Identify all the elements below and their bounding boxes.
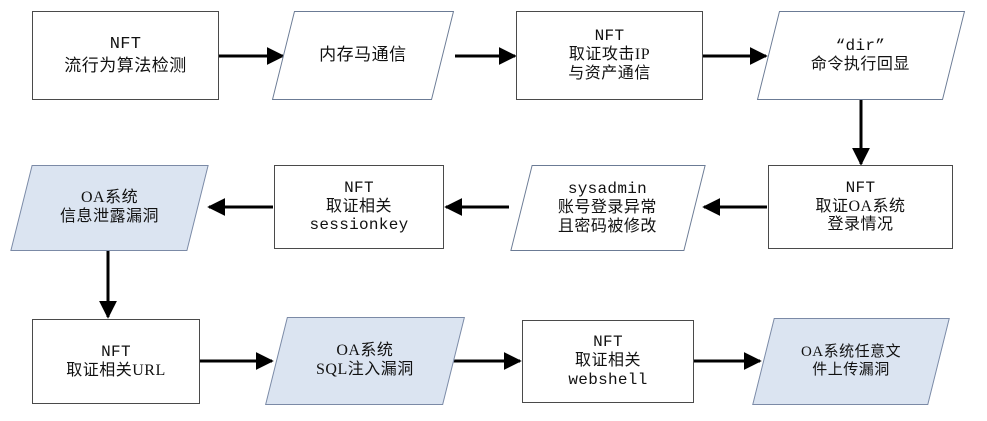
node-nft-webshell[interactable]: NFT 取证相关 webshell	[522, 320, 694, 403]
node-line: webshell	[568, 370, 648, 389]
node-line: NFT	[344, 178, 374, 197]
node-line: NFT	[594, 27, 625, 46]
node-memory-trojan-comm[interactable]: 内存马通信	[271, 11, 455, 100]
node-nft-related-url[interactable]: NFT 取证相关URL	[32, 319, 200, 404]
node-line: 命令执行回显	[811, 55, 911, 73]
node-line: sysadmin	[568, 179, 648, 198]
node-line: 件上传漏洞	[812, 361, 890, 378]
node-line: NFT	[101, 342, 131, 361]
node-line: NFT	[109, 35, 142, 55]
node-line: 取证OA系统	[815, 197, 906, 215]
node-oa-arbitrary-file-upload-vuln[interactable]: OA系统任意文 件上传漏洞	[752, 318, 950, 405]
node-line: OA系统	[80, 189, 139, 207]
node-line: “dir”	[836, 36, 886, 55]
node-nft-oa-login-status[interactable]: NFT 取证OA系统 登录情况	[768, 165, 953, 249]
node-line: NFT	[593, 333, 623, 352]
node-line: 与资产通信	[568, 64, 651, 82]
node-line: 取证相关	[325, 197, 392, 215]
node-nft-sessionkey[interactable]: NFT 取证相关 sessionkey	[274, 165, 444, 249]
node-nft-behavior-detection[interactable]: NFT 流行为算法检测	[32, 11, 219, 100]
node-nft-attack-ip-asset-comm[interactable]: NFT 取证攻击IP 与资产通信	[516, 11, 703, 100]
node-line: 信息泄露漏洞	[59, 208, 159, 225]
node-line: OA系统任意文	[800, 343, 902, 360]
node-dir-command-echo[interactable]: “dir” 命令执行回显	[756, 11, 966, 100]
node-line: 账号登录异常	[558, 198, 658, 216]
node-line: 内存马通信	[319, 45, 407, 65]
node-line: OA系统	[336, 342, 394, 360]
node-line: 取证相关URL	[66, 361, 166, 379]
node-line: NFT	[845, 178, 876, 197]
node-oa-info-leak-vuln[interactable]: OA系统 信息泄露漏洞	[10, 165, 209, 251]
node-oa-sql-injection-vuln[interactable]: OA系统 SQL注入漏洞	[265, 317, 465, 405]
node-line: 登录情况	[827, 216, 894, 234]
node-line: 流行为算法检测	[64, 55, 187, 75]
node-line: sessionkey	[309, 216, 409, 235]
node-line: 且密码被修改	[558, 217, 658, 235]
node-line: SQL注入漏洞	[316, 361, 414, 378]
node-line: 取证攻击IP	[568, 46, 651, 64]
node-sysadmin-login-anomaly[interactable]: sysadmin 账号登录异常 且密码被修改	[510, 165, 706, 251]
node-line: 取证相关	[574, 352, 641, 370]
